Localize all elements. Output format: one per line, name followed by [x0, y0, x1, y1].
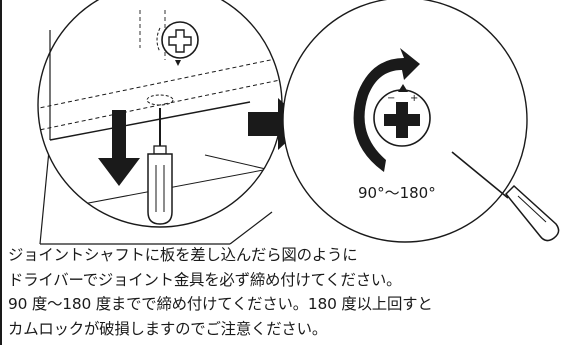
rotation-detail-circle: − + 90°〜180°	[282, 0, 560, 243]
screwdriver-icon	[451, 151, 560, 242]
instruction-line: 90 度〜180 度までで締め付けてください。180 度以上回すと	[8, 295, 433, 313]
svg-text:+: +	[410, 93, 418, 104]
down-arrow	[98, 110, 140, 186]
screwdriver-icon	[147, 108, 173, 225]
page-border	[0, 0, 2, 345]
instruction-line: ドライバーでジョイント金具を必ず締め付けてください。	[8, 270, 402, 289]
svg-text:−: −	[387, 93, 395, 104]
rotation-arrow	[353, 48, 420, 172]
instruction-line: カムロックが破損しますのでご注意ください。	[8, 319, 328, 338]
assembly-illustration: − + 90°〜180°	[37, 0, 560, 245]
instruction-line: ジョイントシャフトに板を差し込んだら図のように	[8, 246, 358, 264]
cam-lock-head	[156, 21, 199, 66]
instructions: ジョイントシャフトに板を差し込んだら図のように ドライバーでジョイント金具を必ず…	[8, 243, 566, 341]
angle-label: 90°〜180°	[358, 184, 436, 202]
